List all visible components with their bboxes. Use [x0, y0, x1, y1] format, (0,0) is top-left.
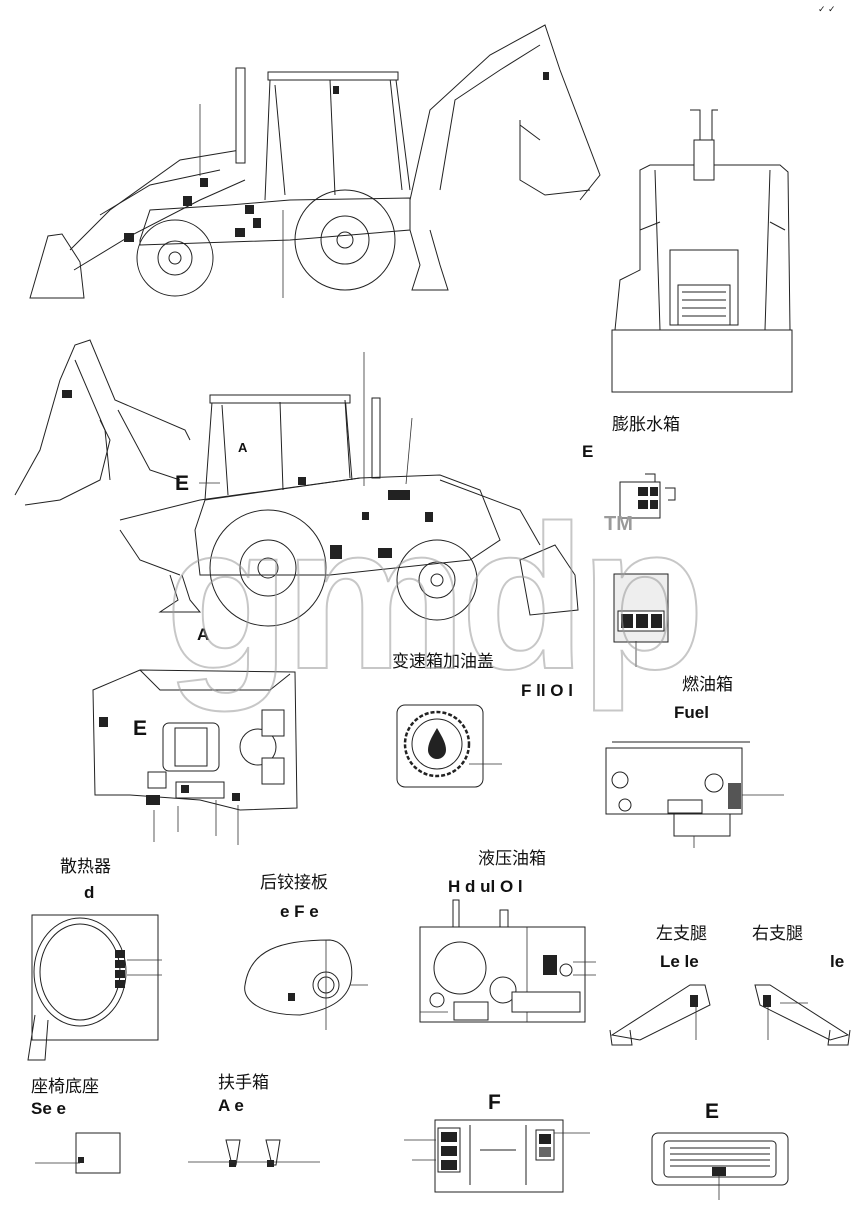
cab-view-label-e: E — [133, 717, 147, 740]
hydraulic-tank-label: H d ul O l — [448, 877, 523, 896]
seat-base-title: 座椅底座 — [31, 1077, 99, 1097]
left-outrigger-title: 左支腿 — [656, 924, 707, 944]
right-outrigger-label: le — [830, 952, 844, 971]
radiator-label: d — [84, 883, 94, 902]
right-outrigger-drawing — [754, 984, 851, 1046]
armrest-box-label: A e — [218, 1096, 244, 1115]
gearbox-cap-icon — [396, 704, 502, 788]
rear-hinge-title: 后铰接板 — [260, 873, 328, 893]
watermark: gmdp TM — [164, 482, 706, 713]
hydraulic-tank-title: 液压油箱 — [478, 849, 546, 869]
front-view-drawing — [404, 1119, 590, 1193]
backhoe-side-view-left — [29, 24, 601, 299]
corner-mark: ✓ ✓ — [818, 4, 836, 14]
rear-hinge-drawing — [244, 939, 368, 1030]
hydraulic-tank-drawing — [419, 899, 596, 1023]
view-label-e: E — [175, 472, 189, 495]
fuel-tank-drawing — [605, 741, 784, 848]
armrest-box-drawing — [188, 1139, 320, 1167]
seat-base-label: Se e — [31, 1099, 66, 1118]
radiator-title: 散热器 — [60, 857, 111, 877]
engine-cover-label: E — [705, 1100, 719, 1123]
view-label-a-bottom: A — [197, 625, 209, 644]
left-outrigger-drawing — [609, 984, 711, 1046]
radiator-drawing — [27, 914, 162, 1061]
fuel-tank-decal-panel — [613, 573, 669, 667]
rear-hinge-label: e F e — [280, 902, 319, 921]
fuel-tank-title: 燃油箱 — [682, 675, 733, 695]
left-outrigger-label: Le le — [660, 952, 699, 971]
engine-cover-drawing — [651, 1132, 789, 1200]
cab-interior-view — [92, 669, 298, 845]
right-outrigger-title: 右支腿 — [752, 924, 803, 944]
expansion-tank-title: 膨胀水箱 — [612, 415, 680, 435]
fuel-tank-label: Fuel — [674, 703, 709, 722]
front-view-label: F — [488, 1091, 501, 1114]
watermark-tm: TM — [604, 513, 633, 535]
seat-base-drawing — [35, 1132, 121, 1174]
expansion-tank-decal — [619, 473, 676, 519]
armrest-box-title: 扶手箱 — [218, 1073, 269, 1093]
backhoe-side-view-center — [14, 339, 579, 627]
gearbox-cap-label: F ll O l — [521, 681, 573, 700]
view-label-a-top: A — [238, 440, 248, 455]
expansion-tank-label: E — [582, 442, 593, 461]
watermark-text: gmdp — [165, 483, 699, 712]
gearbox-cap-title: 变速箱加油盖 — [392, 652, 494, 672]
backhoe-rear-view — [611, 109, 793, 393]
